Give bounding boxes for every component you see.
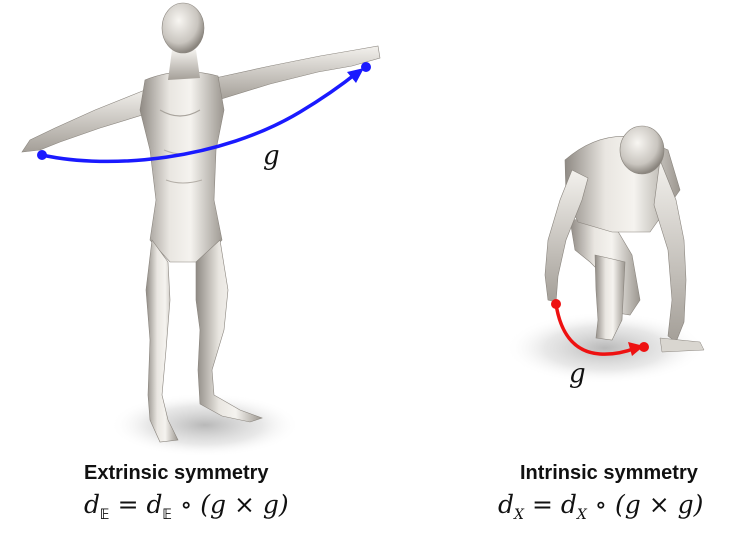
standing-figure	[22, 3, 380, 457]
intrinsic-symmetry-formula: dX = dX ∘ (g × g)	[498, 490, 703, 523]
intrinsic-symmetry-title: Intrinsic symmetry	[520, 462, 698, 485]
extrinsic-symmetry-title: Extrinsic symmetry	[84, 462, 269, 485]
arrow-label-g-extrinsic: g	[263, 141, 280, 171]
crouching-figure	[505, 126, 705, 384]
extrinsic-symmetry-formula: d𝔼 = d𝔼 ∘ (g × g)	[84, 490, 289, 523]
arrow-label-g-intrinsic: g	[569, 359, 586, 389]
